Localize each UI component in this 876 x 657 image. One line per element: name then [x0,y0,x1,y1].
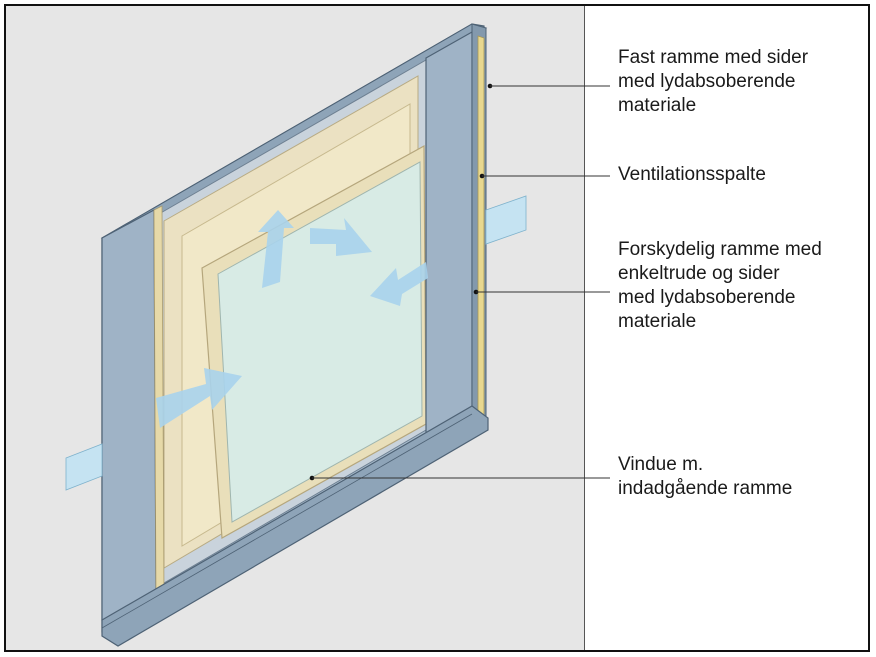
leader-dot-fixed-frame [487,83,493,89]
leader-dot-sliding-frame [473,289,479,295]
label-sliding-frame-line-2: enkeltrude og sider [618,263,780,284]
label-sliding-frame-line-1: Forskydelig ramme med [618,239,822,260]
label-ventilation-gap: Ventilationsspalte [618,163,868,187]
label-sliding-frame-line-3: med lydabsoberende [618,287,796,308]
fixed-frame-left-post [101,208,157,623]
label-sliding-frame: Forskydelig ramme med enkeltrude og side… [618,238,868,334]
airflow-arrow-up [258,210,294,288]
label-inward-window: Vindue m. indadgående ramme [618,453,868,501]
label-ventilation-gap-line-1: Ventilationsspalte [618,164,766,185]
window-diagram [65,23,527,647]
label-sliding-frame-line-4: materiale [618,311,697,332]
label-fixed-frame-line-2: med lydabsoberende [618,71,796,92]
leader-dot-window [309,475,315,481]
label-fixed-frame-line-3: materiale [618,95,697,116]
airflow-ribbon-outside-right [485,195,527,245]
window-illustration [6,6,584,650]
label-fixed-frame-line-1: Fast ramme med sider [618,47,809,68]
airflow-arrow-in-left [156,368,242,428]
label-fixed-frame: Fast ramme med sider med lydabsoberende … [618,46,868,118]
label-inward-window-line-2: indadgående ramme [618,478,793,499]
airflow-arrow-right [310,218,372,256]
fixed-frame-bottom-sill [101,405,489,647]
airflow-arrow-left [370,262,428,306]
ventilation-gap-strip [477,35,485,417]
panel-divider [584,6,585,650]
figure-frame: Fast ramme med sider med lydabsoberende … [4,4,870,652]
leader-dot-ventilation [479,173,485,179]
fixed-frame-right-post [425,30,473,440]
label-inward-window-line-1: Vindue m. [618,454,704,475]
airflow-ribbon-outside-left [65,443,103,491]
